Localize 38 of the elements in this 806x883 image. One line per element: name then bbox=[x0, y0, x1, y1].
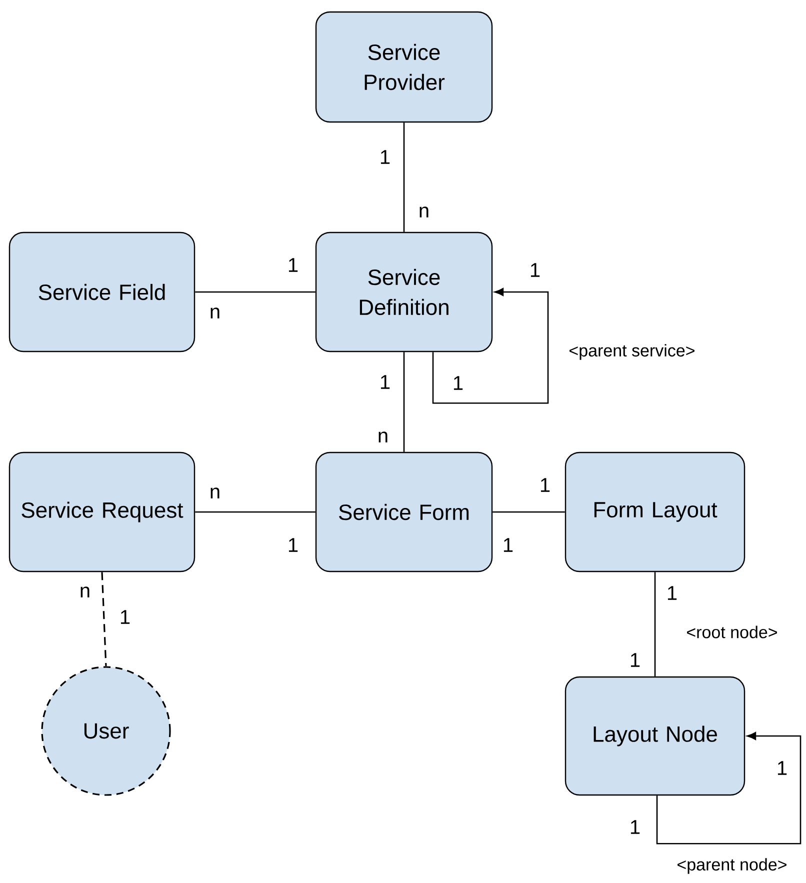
edge-label: <root node> bbox=[685, 624, 779, 640]
multiplicity-label: n bbox=[378, 432, 388, 442]
multiplicity-label: n bbox=[210, 308, 220, 318]
entity-box: Service Form bbox=[315, 452, 493, 572]
multiplicity-label: n bbox=[210, 488, 220, 498]
connector bbox=[195, 511, 316, 513]
multiplicity-label: 1 bbox=[380, 150, 390, 164]
entity-box: Service Definition bbox=[315, 232, 493, 352]
edge-label: <parent node> bbox=[676, 857, 788, 875]
multiplicity-label: 1 bbox=[120, 610, 130, 624]
entity-box: Service Field bbox=[8, 232, 196, 352]
multiplicity-label: 1 bbox=[530, 263, 540, 277]
multiplicity-label: 1 bbox=[288, 258, 298, 272]
connector bbox=[101, 572, 107, 666]
connector bbox=[403, 352, 405, 452]
multiplicity-label: 1 bbox=[630, 653, 640, 667]
multiplicity-label: 1 bbox=[540, 478, 550, 492]
entity-box: Service Provider bbox=[315, 11, 493, 123]
circle-node: User bbox=[41, 666, 171, 796]
entity-box: Form Layout bbox=[564, 452, 746, 572]
connector bbox=[432, 288, 549, 404]
multiplicity-label: 1 bbox=[504, 538, 513, 552]
connector bbox=[656, 732, 802, 844]
multiplicity-label: 1 bbox=[778, 761, 787, 775]
multiplicity-label: 1 bbox=[288, 538, 298, 552]
multiplicity-label: 1 bbox=[380, 375, 390, 389]
entity-box: Service Request bbox=[8, 452, 196, 572]
connector bbox=[654, 572, 656, 676]
multiplicity-label: 1 bbox=[630, 820, 640, 834]
connector bbox=[492, 511, 565, 513]
multiplicity-label: 1 bbox=[668, 586, 677, 600]
edge-label: <parent service> bbox=[568, 343, 696, 361]
multiplicity-label: n bbox=[420, 206, 428, 218]
connector bbox=[195, 291, 316, 293]
entity-box: Layout Node bbox=[564, 676, 746, 796]
connector bbox=[403, 122, 405, 232]
multiplicity-label: 1 bbox=[454, 376, 463, 390]
multiplicity-label: n bbox=[80, 586, 90, 598]
